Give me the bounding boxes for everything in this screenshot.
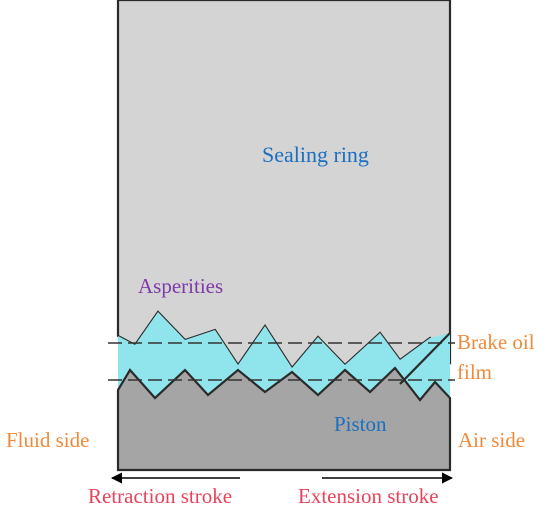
sealing-ring-body xyxy=(116,0,452,370)
brake-oil-film-label-line1: Brake oil xyxy=(457,330,535,354)
contact-line xyxy=(399,332,451,385)
piston-label: Piston xyxy=(334,412,387,436)
brake-oil-film xyxy=(118,312,450,400)
extension-stroke-label: Extension stroke xyxy=(298,484,439,508)
fluid-side-label: Fluid side xyxy=(6,428,90,452)
air-side-label: Air side xyxy=(458,428,526,452)
piston-body xyxy=(116,366,452,472)
retraction-stroke-label: Retraction stroke xyxy=(88,484,233,508)
brake-oil-film-label-line2: film xyxy=(457,360,492,384)
asperities-label: Asperities xyxy=(138,274,224,298)
sealing-ring-label: Sealing ring xyxy=(262,142,369,167)
